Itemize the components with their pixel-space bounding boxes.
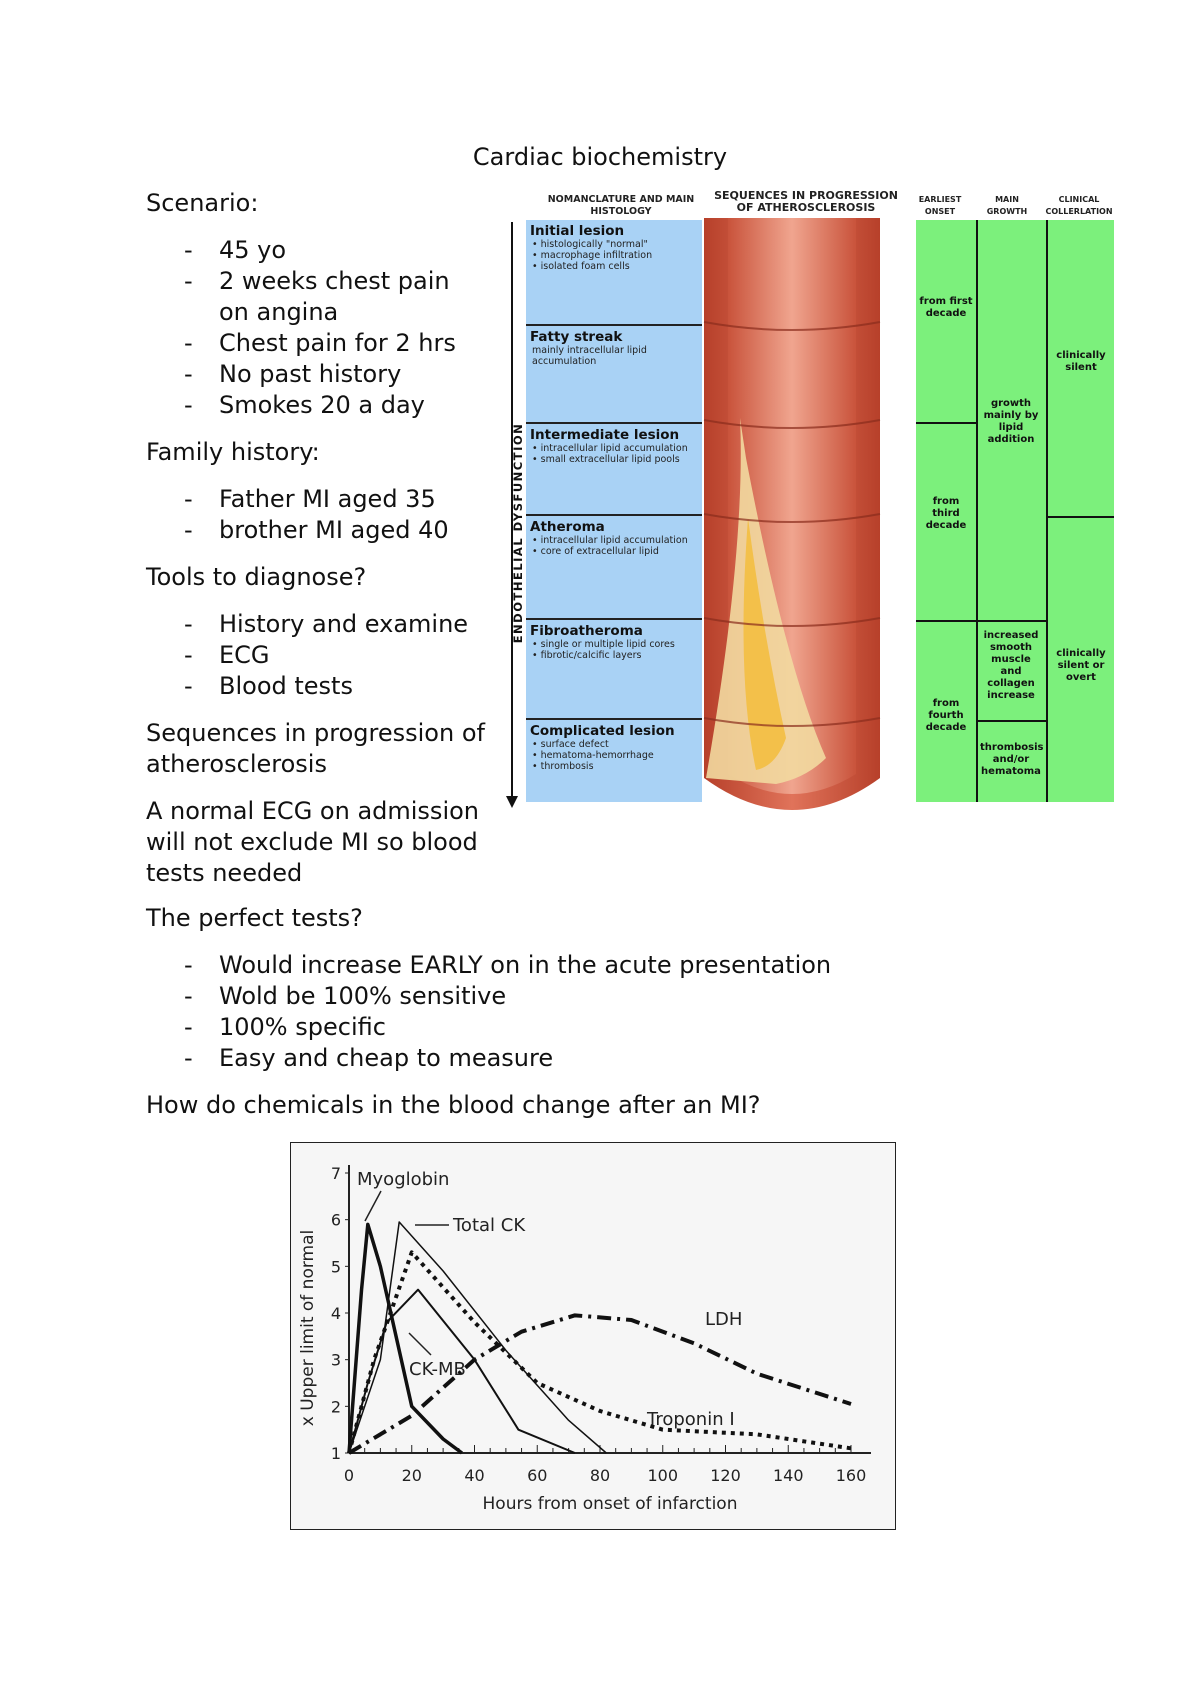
onset-third-decade: from third decade: [925, 496, 967, 531]
family-history-list: Father MI aged 35 brother MI aged 40: [146, 484, 486, 546]
list-item: Blood tests: [146, 671, 486, 702]
series-label-ldh: LDH: [705, 1309, 742, 1330]
x-ticks: 0 20 40 60 80 100 120 140 160: [344, 1445, 866, 1485]
list-item: History and examine: [146, 609, 486, 640]
vertical-arrow-line: [511, 222, 513, 802]
clinical-silent: clinically silent: [1056, 350, 1106, 373]
x-tick-label: 120: [710, 1466, 741, 1485]
header-clinical: CLINICAL COLLERLATION: [1045, 195, 1113, 216]
endothelial-dysfunction-label: ENDOTHELIAL DYSFUNCTION: [511, 422, 525, 644]
chem-question-paragraph: How do chemicals in the blood change aft…: [146, 1091, 761, 1119]
pointer-ck-mb: [408, 1332, 432, 1356]
y-tick-label: 5: [331, 1257, 341, 1276]
sequences-paragraph: Sequences in progression of atherosclero…: [146, 719, 485, 778]
row-divider: [916, 422, 976, 424]
list-item: ECG: [146, 640, 486, 671]
stage-fibroatheroma: Fibroatheroma • single or multiple lipid…: [526, 620, 702, 720]
green-columns-bg: [916, 220, 1114, 802]
x-tick-label: 20: [402, 1466, 422, 1485]
list-item: Wold be 100% sensitive: [146, 981, 1046, 1012]
row-divider: [1048, 516, 1114, 518]
y-tick-label: 3: [331, 1351, 341, 1370]
list-item: Chest pain for 2 hrs: [146, 328, 486, 359]
header-onset: EARLIEST ONSET: [918, 195, 962, 216]
y-tick-label: 6: [331, 1211, 341, 1230]
left-column: Scenario: 45 yo 2 weeks chest pain on an…: [146, 188, 486, 905]
scenario-heading: Scenario:: [146, 189, 259, 217]
header-nomenclature: NOMANCLATURE AND MAIN HISTOLOGY: [547, 194, 695, 217]
pointer-myoglobin: [364, 1190, 382, 1222]
onset-fourth-decade: from fourth decade: [925, 698, 967, 733]
stage-intermediate-lesion: Intermediate lesion • intracellular lipi…: [526, 424, 702, 516]
series-lines: [347, 1221, 852, 1455]
column-divider: [1046, 220, 1048, 802]
tools-heading: Tools to diagnose?: [146, 563, 367, 591]
list-item: Father MI aged 35: [146, 484, 486, 515]
page-title: Cardiac biochemistry: [472, 143, 728, 171]
list-item: No past history: [146, 359, 486, 390]
series-line-total-ck: [348, 1221, 607, 1454]
ecg-note-paragraph: A normal ECG on admission will not exclu…: [146, 797, 479, 887]
y-ticks: 1 2 3 4 5 6 7: [331, 1164, 349, 1463]
row-divider: [916, 620, 1046, 622]
growth-smooth-muscle: increased smooth muscle and collagen inc…: [983, 630, 1039, 701]
list-item: Smokes 20 a day: [146, 390, 486, 421]
scenario-list: 45 yo 2 weeks chest pain on angina Chest…: [146, 235, 486, 421]
list-item: 45 yo: [146, 235, 486, 266]
list-item: 100% specific: [146, 1012, 1046, 1043]
tools-list: History and examine ECG Blood tests: [146, 609, 486, 702]
series-label-troponin-i: Troponin I: [646, 1409, 735, 1430]
artery-illustration: [703, 218, 881, 810]
x-tick-label: 160: [836, 1466, 867, 1485]
growth-thrombosis: thrombosis and/or hematoma: [980, 742, 1044, 777]
series-label-myoglobin: Myoglobin: [357, 1169, 449, 1190]
x-tick-label: 0: [344, 1466, 354, 1485]
series-label-total-ck: Total CK: [452, 1215, 526, 1236]
y-tick-label: 2: [331, 1397, 341, 1416]
cardiac-markers-chart: 1 2 3 4 5 6 7 0 20 40 60 80 100 120 140 160 x Upper li…: [290, 1142, 896, 1530]
down-arrow-icon: [506, 796, 518, 808]
x-tick-label: 100: [647, 1466, 678, 1485]
y-tick-label: 4: [331, 1304, 341, 1323]
x-axis-label: Hours from onset of infarction: [483, 1494, 738, 1514]
series-label-ck-mb: CK-MB: [409, 1359, 466, 1380]
x-tick-label: 80: [590, 1466, 610, 1485]
list-item: brother MI aged 40: [146, 515, 486, 546]
stage-atheroma: Atheroma • intracellular lipid accumulat…: [526, 516, 702, 620]
list-item: Would increase EARLY on in the acute pre…: [146, 950, 1046, 981]
perfect-tests-list: Would increase EARLY on in the acute pre…: [146, 950, 1046, 1074]
x-tick-label: 60: [527, 1466, 547, 1485]
y-tick-label: 1: [331, 1444, 341, 1463]
clinical-silent-or-overt: clinically silent or overt: [1056, 648, 1106, 683]
onset-first-decade: from first decade: [919, 296, 973, 319]
x-tick-label: 140: [773, 1466, 804, 1485]
header-sequences: SEQUENCES IN PROGRESSION OF ATHEROSCLERO…: [714, 189, 898, 214]
stage-complicated-lesion: Complicated lesion • surface defect • he…: [526, 720, 702, 802]
series-line-ldh: [347, 1313, 852, 1455]
series-line-myoglobin: [347, 1222, 463, 1455]
chart-svg: 1 2 3 4 5 6 7 0 20 40 60 80 100 120 140 160 x Upper li…: [298, 1164, 871, 1514]
row-divider: [978, 720, 1046, 722]
atherosclerosis-figure: NOMANCLATURE AND MAIN HISTOLOGY SEQUENCE…: [506, 186, 1114, 830]
column-divider: [976, 220, 978, 802]
y-axis-label: x Upper limit of normal: [298, 1230, 318, 1427]
list-item: Easy and cheap to measure: [146, 1043, 1046, 1074]
y-tick-label: 7: [331, 1164, 341, 1183]
perfect-tests-section: The perfect tests? Would increase EARLY …: [146, 903, 1046, 1137]
family-history-heading: Family history:: [146, 438, 320, 466]
series-line-troponin-i: [347, 1250, 852, 1454]
perfect-tests-heading: The perfect tests?: [146, 904, 363, 932]
stage-initial-lesion: Initial lesion • histologically "normal"…: [526, 220, 702, 326]
x-tick-label: 40: [464, 1466, 484, 1485]
growth-lipid-addition: growth mainly by lipid addition: [983, 398, 1039, 445]
stage-fatty-streak: Fatty streak mainly intracellular lipid …: [526, 326, 702, 424]
list-item: 2 weeks chest pain on angina: [146, 266, 486, 328]
